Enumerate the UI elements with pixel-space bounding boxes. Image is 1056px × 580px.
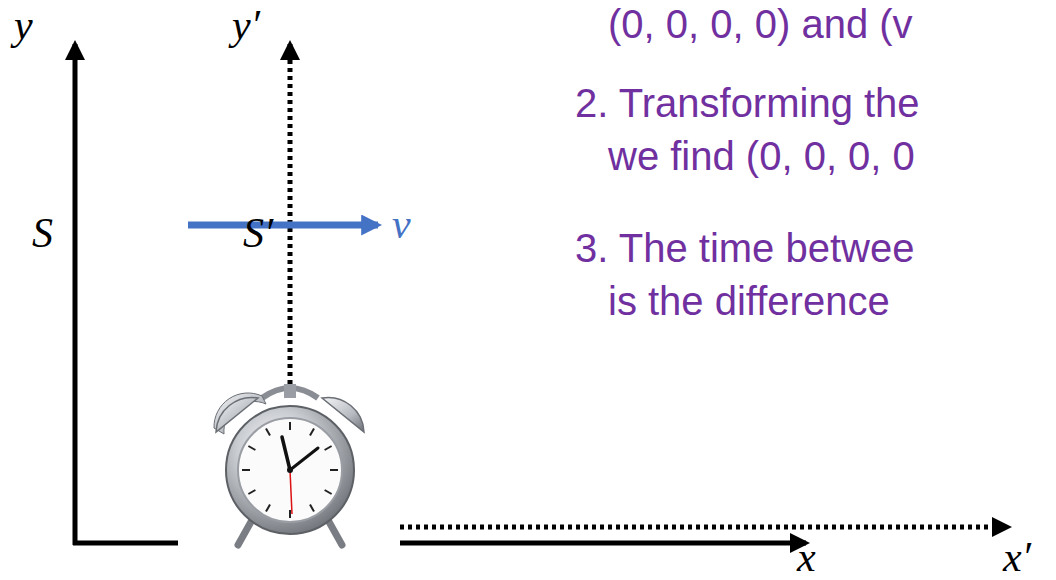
axis-label: x′ (1003, 536, 1031, 578)
note-line: (0, 0, 0, 0) and (v (608, 4, 913, 44)
note-line: 3. The time betwee (575, 228, 914, 268)
alarm-clock (214, 384, 364, 545)
axis-label: y (14, 4, 33, 46)
s-prime-axes (290, 44, 1008, 527)
note-line: we find (0, 0, 0, 0 (608, 136, 915, 176)
frame-label: S (32, 212, 53, 254)
note-line: 2. Transforming the (575, 83, 920, 123)
axis-label: x (797, 536, 816, 578)
velocity-arrow (188, 222, 378, 229)
note-line: is the difference (608, 281, 890, 321)
velocity-label: v (392, 203, 411, 245)
frame-label: S′ (243, 212, 273, 254)
axis-label: y′ (232, 4, 260, 46)
